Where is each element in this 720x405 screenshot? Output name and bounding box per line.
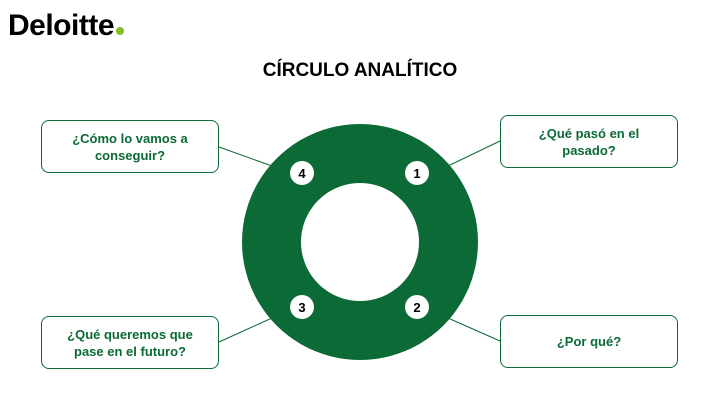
step-number: 3	[298, 300, 305, 315]
step-3-label: ¿Qué queremos que pase en el futuro?	[67, 326, 193, 359]
step-4-label: ¿Cómo lo vamos a conseguir?	[72, 130, 188, 163]
marker-circle	[405, 295, 429, 319]
logo-text: Deloitte	[8, 9, 115, 42]
step-number: 2	[413, 300, 420, 315]
connector-step-3	[218, 317, 273, 343]
marker-circle	[290, 295, 314, 319]
step-3-box: ¿Qué queremos que pase en el futuro?	[41, 316, 219, 369]
step-1-box: ¿Qué pasó en el pasado?	[500, 115, 678, 168]
page-title: CÍRCULO ANALÍTICO	[262, 60, 458, 81]
connector-step-1	[447, 140, 501, 167]
marker-step-2: 2	[405, 295, 429, 319]
step-2-label: ¿Por qué?	[556, 334, 622, 349]
step-2-box: ¿Por qué?	[500, 315, 678, 368]
deloitte-logo: Deloitte	[8, 6, 125, 46]
logo-dot	[116, 27, 125, 35]
marker-circle	[405, 161, 429, 185]
step-4-box: ¿Cómo lo vamos a conseguir?	[41, 120, 219, 173]
analytic-ring	[242, 124, 479, 360]
step-number: 1	[413, 166, 420, 181]
step-1-label: ¿Qué pasó en el pasado?	[538, 125, 640, 158]
marker-step-3: 3	[290, 295, 314, 319]
connector-step-4	[218, 146, 273, 167]
marker-step-4: 4	[290, 161, 314, 185]
step-number: 4	[298, 166, 306, 181]
marker-step-1: 1	[405, 161, 429, 185]
marker-circle	[290, 161, 314, 185]
connector-step-2	[447, 317, 501, 342]
